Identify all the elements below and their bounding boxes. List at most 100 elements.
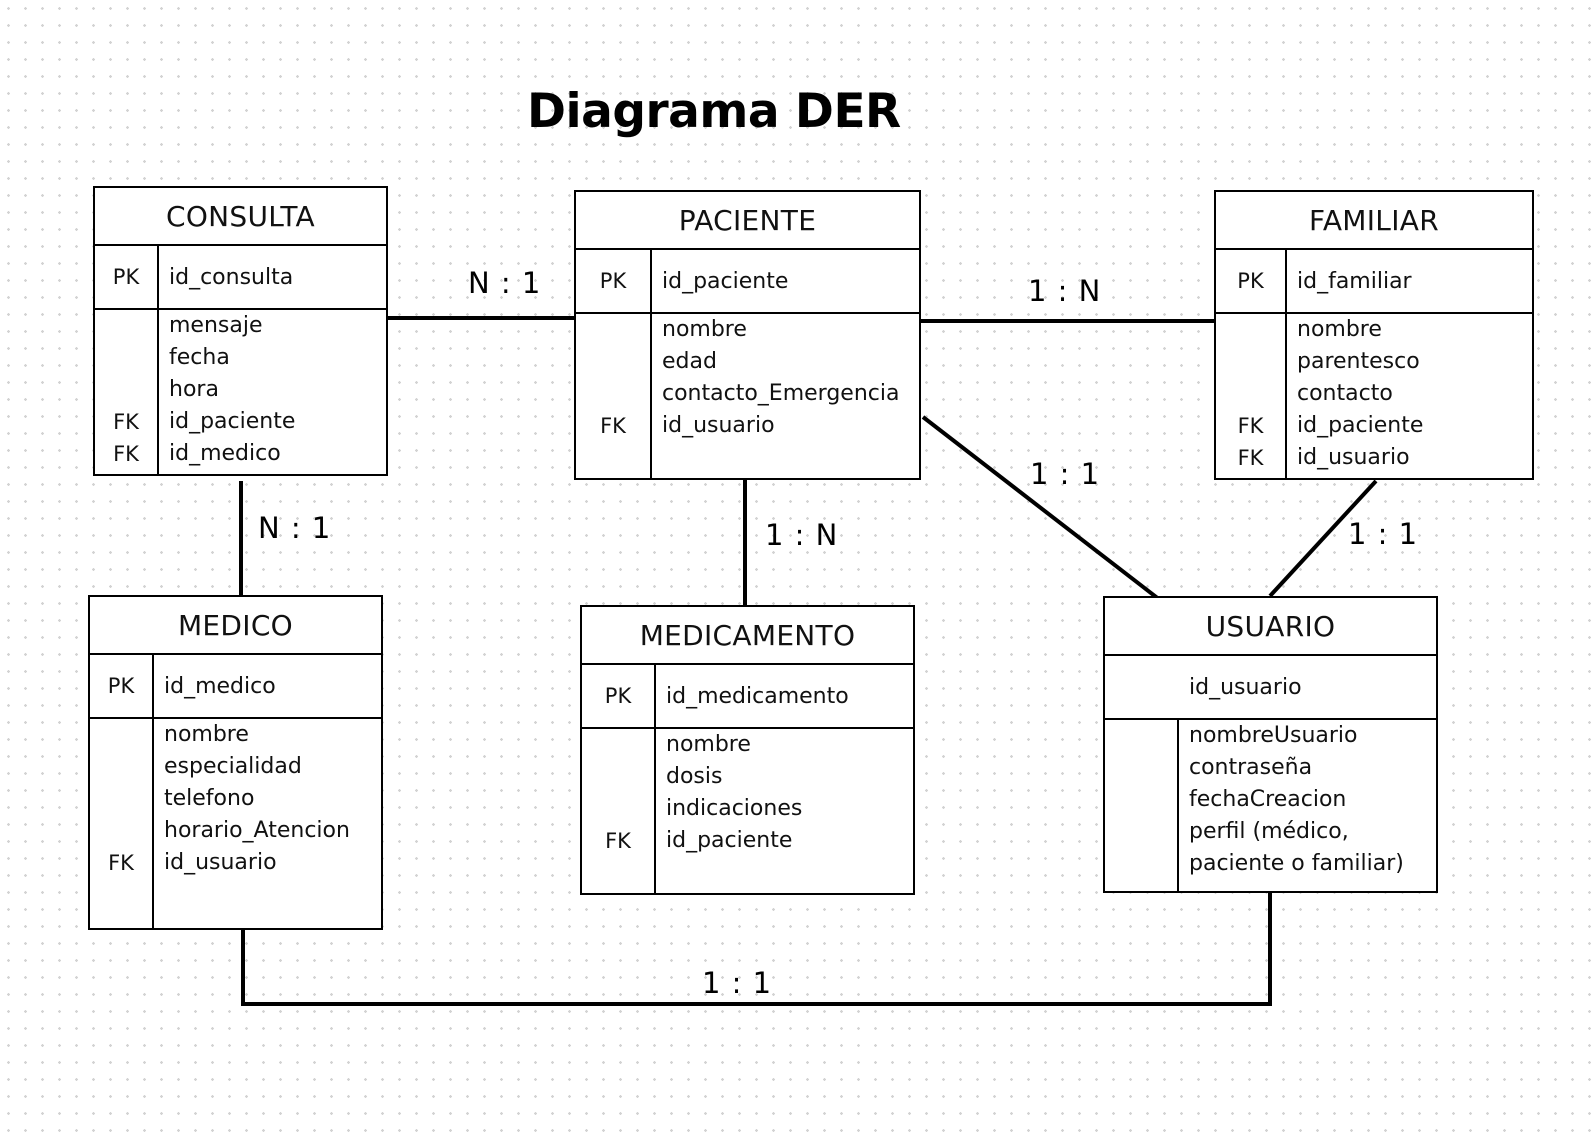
diagram-title: Diagrama DER bbox=[527, 84, 901, 139]
key-marker bbox=[90, 783, 152, 815]
link-paciente-usuario bbox=[921, 415, 1162, 602]
attribute-name: id_familiar bbox=[1297, 268, 1412, 294]
attribute-name: horario_Atencion bbox=[164, 818, 350, 843]
key-marker bbox=[90, 719, 152, 751]
attribute-name: id_medicamento bbox=[666, 683, 849, 709]
key-marker bbox=[90, 751, 152, 783]
entity-name: USUARIO bbox=[1105, 598, 1436, 656]
attribute-name: id_paciente bbox=[169, 409, 296, 434]
attribute-name: especialidad bbox=[164, 754, 302, 779]
key-marker bbox=[576, 378, 650, 410]
attribute-name: telefono bbox=[164, 786, 255, 811]
primary-key-row: PK id_consulta bbox=[95, 246, 386, 310]
link-medico-usuario bbox=[241, 893, 1272, 1006]
entity-paciente[interactable]: PACIENTE PK id_paciente FK nombre edad c… bbox=[574, 190, 921, 480]
entity-consulta[interactable]: CONSULTA PK id_consulta FK FK mensaje fe… bbox=[93, 186, 388, 476]
attribute-name: hora bbox=[169, 377, 219, 402]
key-column: FK bbox=[90, 719, 154, 928]
attribute-name: id_usuario bbox=[164, 850, 277, 875]
key-marker: FK bbox=[108, 851, 134, 875]
key-marker bbox=[1216, 346, 1285, 378]
cardinality-paciente-medicamento: 1 : N bbox=[765, 518, 839, 552]
key-marker bbox=[95, 342, 157, 374]
key-marker: FK bbox=[605, 829, 631, 853]
key-marker: FK bbox=[1237, 414, 1264, 438]
attributes-section: FK nombre dosis indicaciones id_paciente bbox=[582, 729, 913, 893]
key-marker bbox=[1216, 378, 1285, 410]
attribute-column: nombre edad contacto_Emergencia id_usuar… bbox=[652, 314, 919, 478]
cardinality-consulta-medico: N : 1 bbox=[258, 511, 332, 545]
attribute-name: indicaciones bbox=[666, 796, 803, 821]
attribute-name: nombre bbox=[164, 722, 249, 747]
attribute-name: id_usuario bbox=[662, 413, 775, 438]
key-marker: PK bbox=[95, 246, 159, 308]
attribute-column: mensaje fecha hora id_paciente id_medico bbox=[159, 310, 386, 474]
key-marker: FK bbox=[113, 410, 139, 434]
attribute-column: nombre especialidad telefono horario_Ate… bbox=[154, 719, 381, 928]
attribute-name: id_usuario bbox=[1189, 674, 1302, 700]
key-marker bbox=[90, 815, 152, 847]
attribute-name: edad bbox=[662, 349, 717, 374]
attribute-name: id_paciente bbox=[662, 268, 789, 294]
attribute-name: contraseña bbox=[1189, 755, 1313, 780]
primary-key-row: PK id_paciente bbox=[576, 250, 919, 314]
attribute-column: nombreUsuario contraseña fechaCreacion p… bbox=[1179, 720, 1436, 891]
entity-name: MEDICAMENTO bbox=[582, 607, 913, 665]
entity-medicamento[interactable]: MEDICAMENTO PK id_medicamento FK nombre … bbox=[580, 605, 915, 895]
attribute-name: nombre bbox=[1297, 317, 1382, 342]
attribute-name: nombre bbox=[666, 732, 751, 757]
attributes-section: FK nombre especialidad telefono horario_… bbox=[90, 719, 381, 928]
attribute-name: id_medico bbox=[164, 673, 276, 699]
attributes-section: FK FK nombre parentesco contacto id_paci… bbox=[1216, 314, 1532, 478]
attribute-name: fechaCreacion bbox=[1189, 787, 1347, 812]
attribute-name: id_paciente bbox=[1297, 413, 1424, 438]
attribute-name: contacto bbox=[1297, 381, 1393, 406]
key-marker: FK bbox=[600, 414, 626, 438]
key-column: FK FK bbox=[1216, 314, 1287, 478]
key-column bbox=[1105, 720, 1179, 891]
primary-key-row: id_usuario bbox=[1105, 656, 1436, 720]
key-marker: FK bbox=[1237, 446, 1264, 470]
attributes-section: FK nombre edad contacto_Emergencia id_us… bbox=[576, 314, 919, 478]
key-column: FK bbox=[582, 729, 656, 893]
key-marker bbox=[95, 310, 157, 342]
attribute-name: nombre bbox=[662, 317, 747, 342]
attribute-name: paciente o familiar) bbox=[1189, 851, 1404, 876]
attribute-name: parentesco bbox=[1297, 349, 1420, 374]
entity-familiar[interactable]: FAMILIAR PK id_familiar FK FK nombre par… bbox=[1214, 190, 1534, 480]
key-marker: PK bbox=[1216, 250, 1287, 312]
link-familiar-usuario bbox=[1268, 479, 1378, 598]
key-marker: FK bbox=[113, 442, 139, 466]
attribute-name: perfil (médico, bbox=[1189, 819, 1349, 844]
primary-key-row: PK id_medico bbox=[90, 655, 381, 719]
entity-name: FAMILIAR bbox=[1216, 192, 1532, 250]
cardinality-paciente-usuario: 1 : 1 bbox=[1030, 457, 1101, 491]
attributes-section: FK FK mensaje fecha hora id_paciente id_… bbox=[95, 310, 386, 474]
attribute-column: nombre dosis indicaciones id_paciente bbox=[656, 729, 913, 893]
cardinality-familiar-usuario: 1 : 1 bbox=[1348, 517, 1419, 551]
attribute-column: nombre parentesco contacto id_paciente i… bbox=[1287, 314, 1532, 478]
attributes-section: nombreUsuario contraseña fechaCreacion p… bbox=[1105, 720, 1436, 891]
entity-name: CONSULTA bbox=[95, 188, 386, 246]
entity-name: MEDICO bbox=[90, 597, 381, 655]
entity-usuario[interactable]: USUARIO id_usuario nombreUsuario contras… bbox=[1103, 596, 1438, 893]
key-marker bbox=[582, 761, 654, 793]
entity-medico[interactable]: MEDICO PK id_medico FK nombre especialid… bbox=[88, 595, 383, 930]
cardinality-consulta-paciente: N : 1 bbox=[468, 266, 542, 300]
attribute-name: id_paciente bbox=[666, 828, 793, 853]
attribute-name: id_usuario bbox=[1297, 445, 1410, 470]
attribute-name: id_medico bbox=[169, 441, 281, 466]
key-marker bbox=[582, 729, 654, 761]
attribute-name: fecha bbox=[169, 345, 230, 370]
key-marker bbox=[576, 314, 650, 346]
attribute-name: contacto_Emergencia bbox=[662, 381, 900, 406]
attribute-name: nombreUsuario bbox=[1189, 723, 1358, 748]
key-marker: PK bbox=[90, 655, 154, 717]
key-marker bbox=[1216, 314, 1285, 346]
attribute-name: dosis bbox=[666, 764, 723, 789]
key-column: FK FK bbox=[95, 310, 159, 474]
entity-name: PACIENTE bbox=[576, 192, 919, 250]
cardinality-paciente-familiar: 1 : N bbox=[1028, 274, 1102, 308]
primary-key-row: PK id_familiar bbox=[1216, 250, 1532, 314]
